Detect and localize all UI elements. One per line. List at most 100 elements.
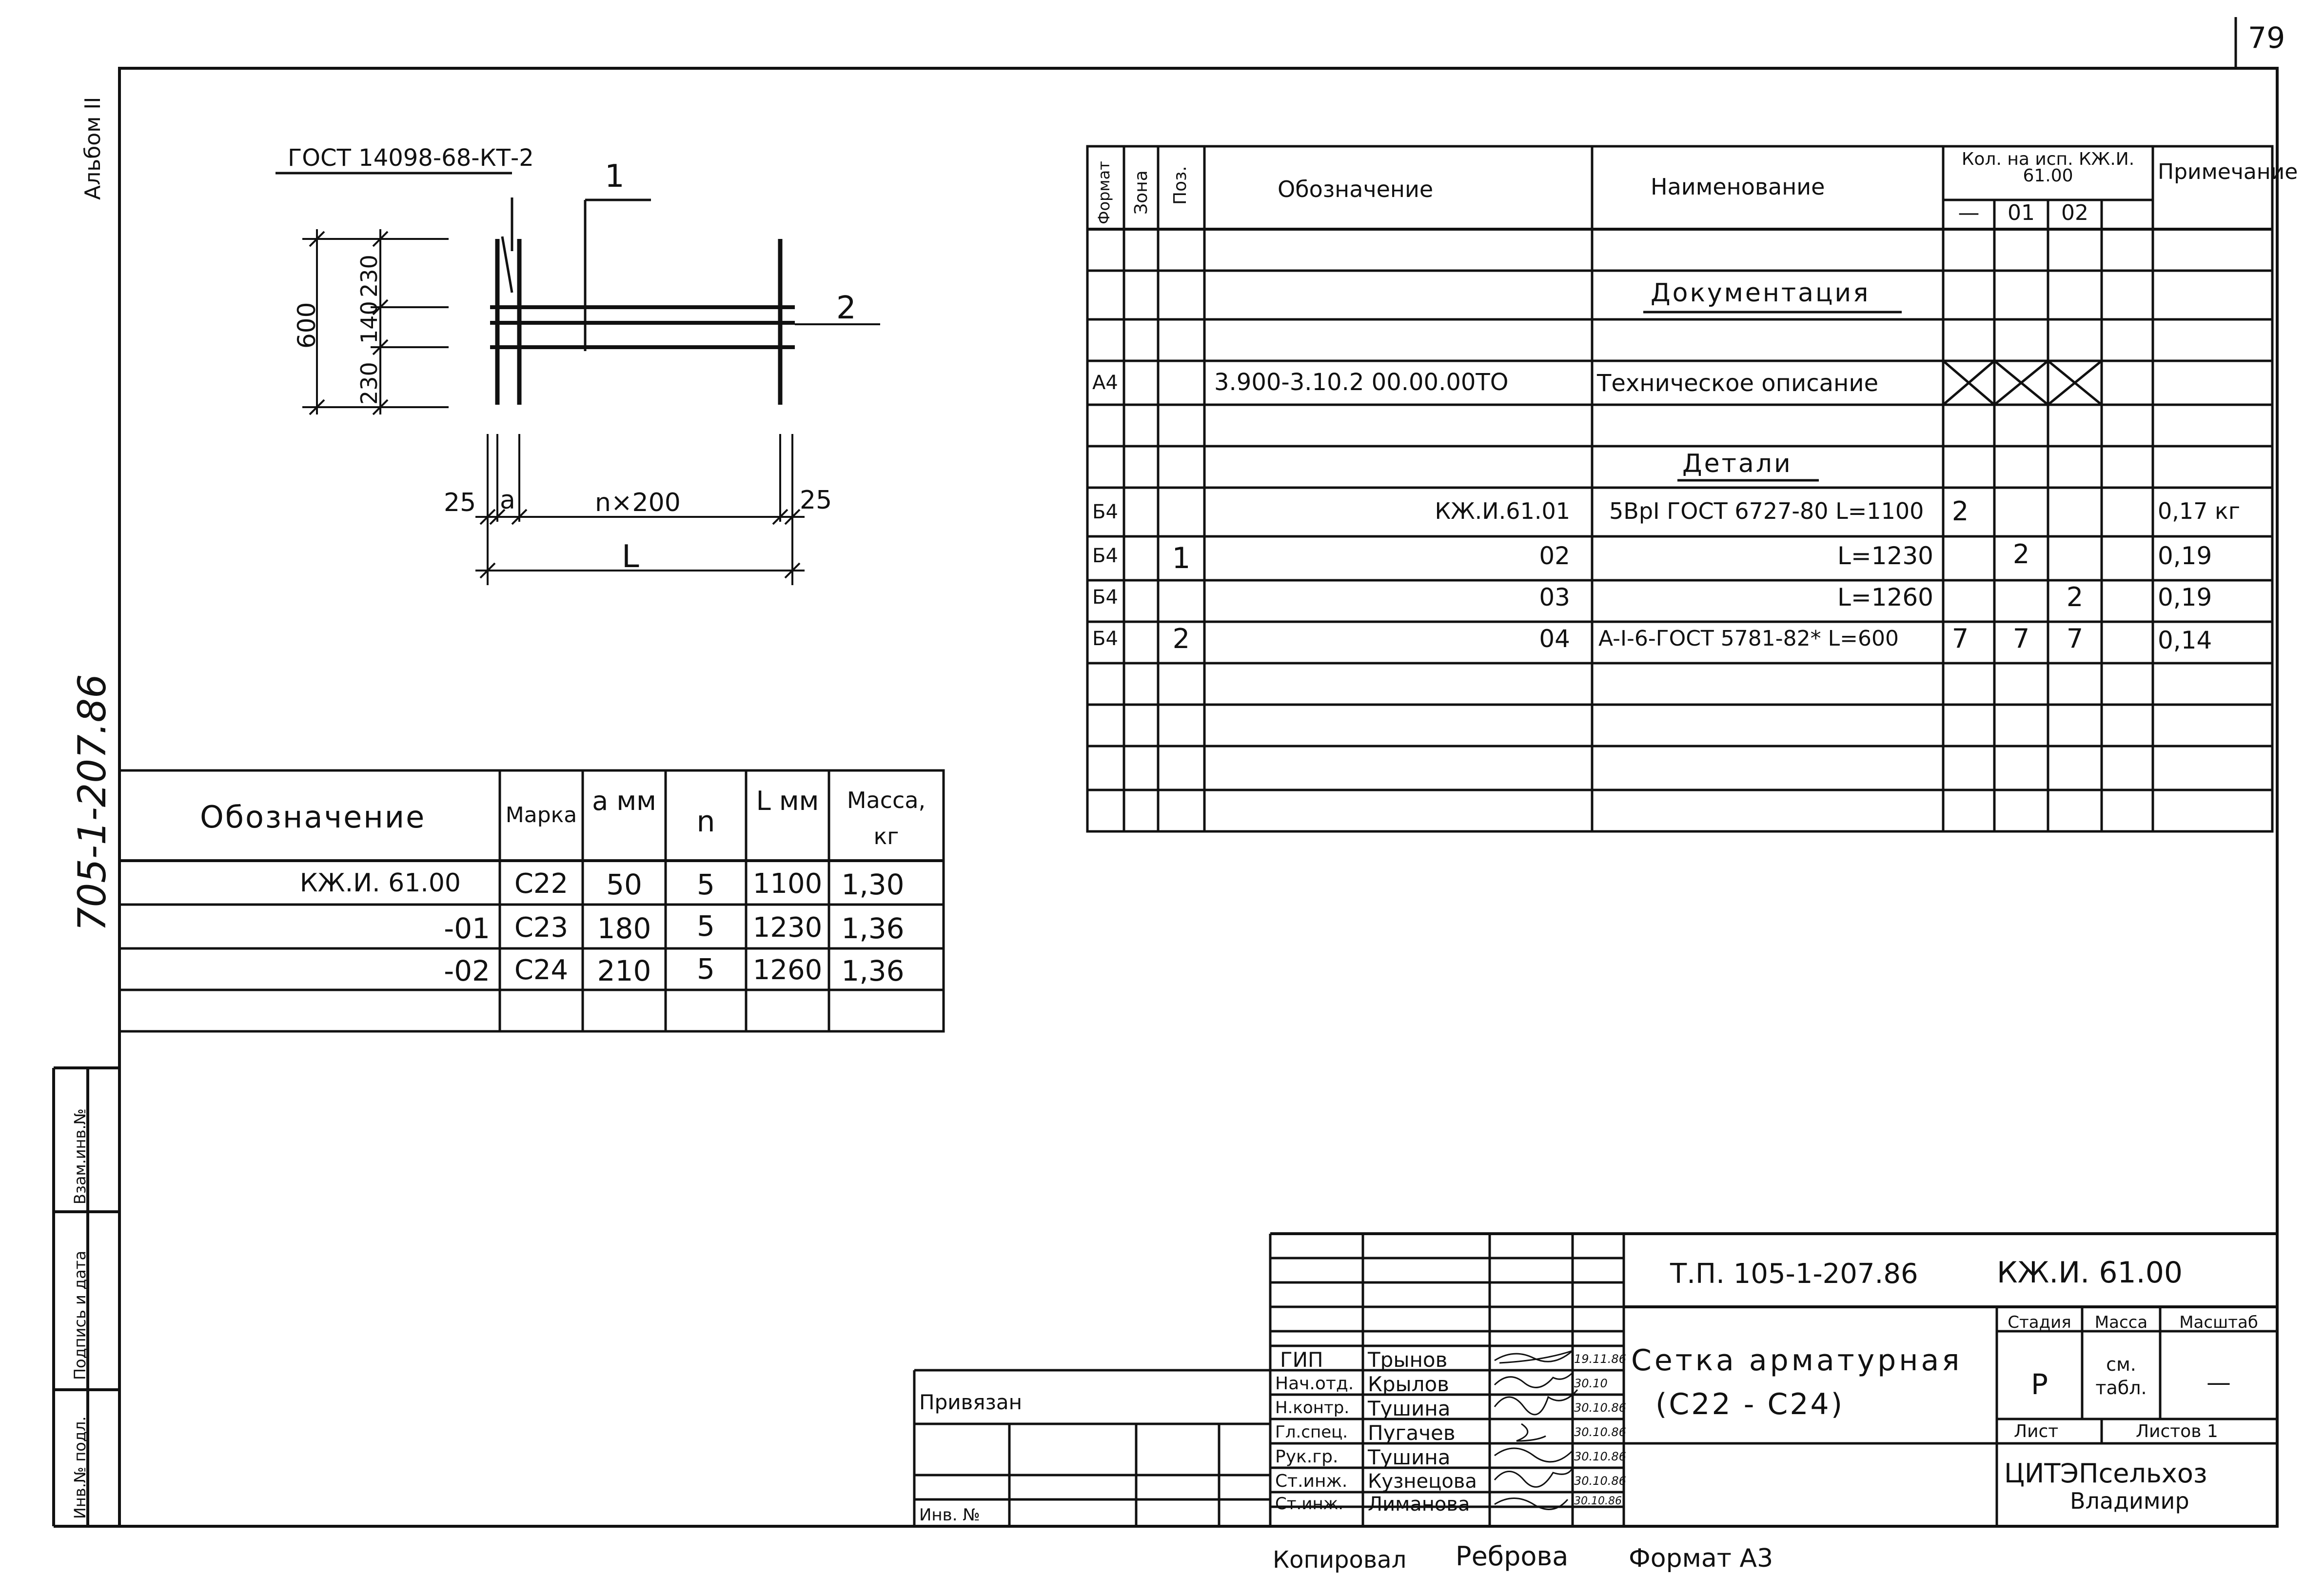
mesh-drawing [276, 172, 880, 585]
tb-staff-date: 30.10.86 [1574, 1495, 1622, 1507]
spec-row-designation: 03 [1539, 583, 1570, 611]
marks-cell-designation: КЖ.И. 61.00 [299, 868, 461, 898]
tb-staff-role: Рук.гр. [1275, 1447, 1339, 1467]
tb-staff-date: 30.10 [1574, 1377, 1608, 1390]
tb-staff-name: Лиманова [1368, 1493, 1470, 1516]
spec-section-parts: Детали [1682, 449, 1792, 478]
tb-project-code: Т.П. 105-1-207.86 [1670, 1258, 1918, 1290]
marks-cell-L: 1100 [752, 868, 823, 900]
marks-cell-a: 50 [606, 868, 642, 901]
spec-row-name: L=1230 [1837, 542, 1933, 570]
signature-scribbles [1494, 1350, 1578, 1510]
spec-header-format: Формат [1095, 161, 1113, 224]
marks-cell-mass: 1,36 [841, 954, 905, 987]
spec-row-note: 0,19 [2158, 583, 2212, 611]
spec-row-designation: 02 [1539, 542, 1570, 570]
spec-row-name: A-I-6-ГОСТ 5781-82* L=600 [1598, 626, 1899, 651]
tb-staff-name: Трынов [1368, 1348, 1448, 1372]
tb-title-line2: (С22 - С24) [1655, 1387, 1845, 1421]
tb-mass-label: Масса [2094, 1313, 2148, 1332]
spec-header-pos: Поз. [1170, 166, 1190, 205]
tb-sheets-label: Листов 1 [2136, 1421, 2218, 1441]
spec-header-qty-2: 01 [2008, 200, 2035, 225]
dim-a: a [500, 486, 515, 515]
tb-stage-label: Стадия [2008, 1313, 2071, 1332]
spec-row-q3: 7 [2066, 623, 2084, 654]
spec-row-name: L=1260 [1837, 583, 1933, 611]
dim-L: L [622, 539, 639, 575]
marks-cell-a: 210 [597, 954, 651, 987]
tb-staff-name: Крылов [1368, 1372, 1449, 1396]
spec-table-grid [1086, 145, 2274, 833]
tb-staff-role: Н.контр. [1275, 1398, 1350, 1418]
spec-row-q1: 7 [1951, 623, 1969, 654]
spec-doc-name: Техническое описание [1597, 370, 1879, 397]
tb-staff-role: Ст.инж. [1275, 1471, 1348, 1491]
spec-header-qty-3: 02 [2061, 200, 2088, 225]
album-label: Альбом II [80, 97, 105, 200]
tb-title-line1: Сетка арматурная [1631, 1343, 1963, 1378]
tb-staff-role: ГИП [1280, 1348, 1323, 1372]
marks-cell-designation: -01 [444, 912, 490, 945]
spec-row-note: 0,14 [2158, 626, 2212, 654]
tb-org-line2: Владимир [2070, 1488, 2189, 1514]
marks-cell-L: 1230 [752, 912, 823, 944]
spec-header-note: Примечание [2158, 159, 2298, 184]
spec-header-designation: Обозначение [1278, 176, 1434, 202]
spec-row-format: Б4 [1092, 501, 1118, 523]
callout-2: 2 [836, 290, 856, 326]
tb-stage-value: Р [2031, 1368, 2048, 1401]
spec-row-name: 5ВрI ГОСТ 6727-80 L=1100 [1609, 498, 1924, 524]
dim-25-left: 25 [444, 488, 476, 517]
spec-row-format: Б4 [1092, 545, 1118, 567]
callout-1: 1 [605, 158, 625, 195]
spec-doc-format: А4 [1092, 372, 1118, 394]
project-side-code: 705-1-207.86 [71, 674, 115, 931]
spec-doc-designation: 3.900-3.10.2 00.00.00ТО [1214, 369, 1509, 396]
footer-copier: Реброва [1456, 1541, 1569, 1572]
marks-table-grid [118, 769, 945, 1033]
tb-org-line1: ЦИТЭПсельхоз [2004, 1458, 2207, 1489]
marks-cell-n: 5 [697, 952, 715, 985]
spec-header-qty-1: — [1958, 200, 1980, 225]
spec-row-note: 0,17 кг [2158, 498, 2240, 524]
marks-cell-n: 5 [697, 868, 715, 901]
marks-cell-L: 1260 [752, 954, 823, 986]
marks-cell-mark: С22 [514, 868, 569, 900]
spec-row-pos: 1 [1172, 541, 1191, 575]
spec-header-qty: Кол. на исп. КЖ.И. 61.00 [1961, 149, 2135, 186]
marks-header-designation: Обозначение [200, 799, 426, 835]
tb-staff-name: Пугачев [1368, 1421, 1456, 1445]
tb-staff-date: 19.11.86 [1574, 1352, 1626, 1366]
stamp-replace-inv: Взам.инв.№ [71, 1108, 89, 1204]
tb-staff-date: 30.10.86 [1574, 1450, 1626, 1463]
marks-header-mass: Масса, кг [847, 787, 926, 849]
dim-nx200: n×200 [595, 488, 681, 517]
dim-600: 600 [293, 302, 321, 349]
marks-cell-mark: С23 [514, 912, 569, 944]
gost-label: ГОСТ 14098-68-КТ-2 [288, 144, 534, 172]
footer-copied-label: Копировал [1273, 1546, 1407, 1574]
dim-25-right: 25 [800, 486, 832, 515]
spec-section-docs: Документация [1651, 278, 1871, 308]
spec-row-q2: 7 [2012, 623, 2030, 654]
tb-mass-value: см. табл. [2095, 1354, 2147, 1399]
stamp-inv-original: Инв.№ подл. [71, 1416, 89, 1519]
spec-row-format: Б4 [1092, 586, 1118, 609]
marks-cell-a: 180 [597, 912, 651, 945]
spec-row-pos: 2 [1172, 623, 1190, 655]
marks-cell-mass: 1,30 [841, 868, 905, 901]
tb-staff-name: Тушина [1368, 1397, 1451, 1420]
tb-staff-date: 30.10.86 [1574, 1401, 1626, 1415]
tb-staff-role: Нач.отд. [1275, 1374, 1354, 1394]
marks-header-L: L мм [756, 786, 819, 816]
tb-scale-label: Масштаб [2179, 1313, 2258, 1332]
sheet-number: 79 [2248, 21, 2285, 55]
dim-230-bottom: 230 [356, 362, 382, 405]
marks-cell-mark: С24 [514, 954, 569, 986]
spec-row-q1: 2 [1951, 496, 1969, 527]
spec-row-designation: КЖ.И.61.01 [1435, 498, 1570, 524]
tb-staff-role: Ст.инж. [1275, 1494, 1344, 1514]
marks-cell-designation: -02 [444, 954, 490, 987]
marks-header-n: n [696, 805, 715, 839]
